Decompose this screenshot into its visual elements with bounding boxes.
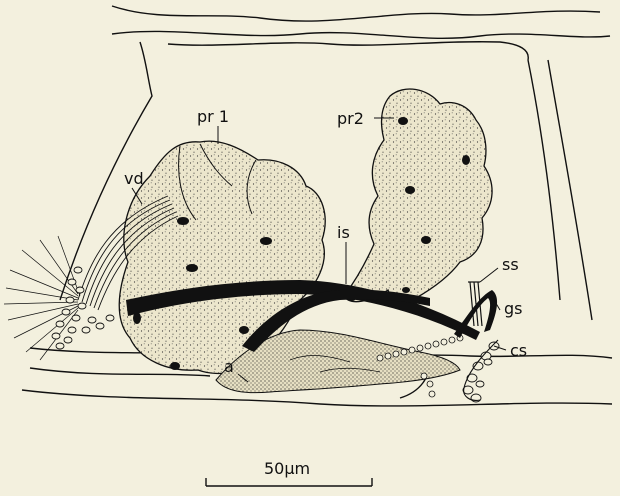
label-pr1: pr 1 [197,107,229,126]
label-vd: vd [124,169,144,188]
pr2-gland [344,89,492,302]
label-gs: gs [504,299,523,318]
label-pr2: pr2 [337,109,364,128]
scale-bar-label: 50µm [264,459,310,478]
label-cs: cs [510,341,527,360]
label-is: is [337,223,350,242]
label-ss: ss [502,255,519,274]
scale-bar [206,478,372,486]
cs-cells [463,342,499,402]
label-a: a [224,357,234,376]
